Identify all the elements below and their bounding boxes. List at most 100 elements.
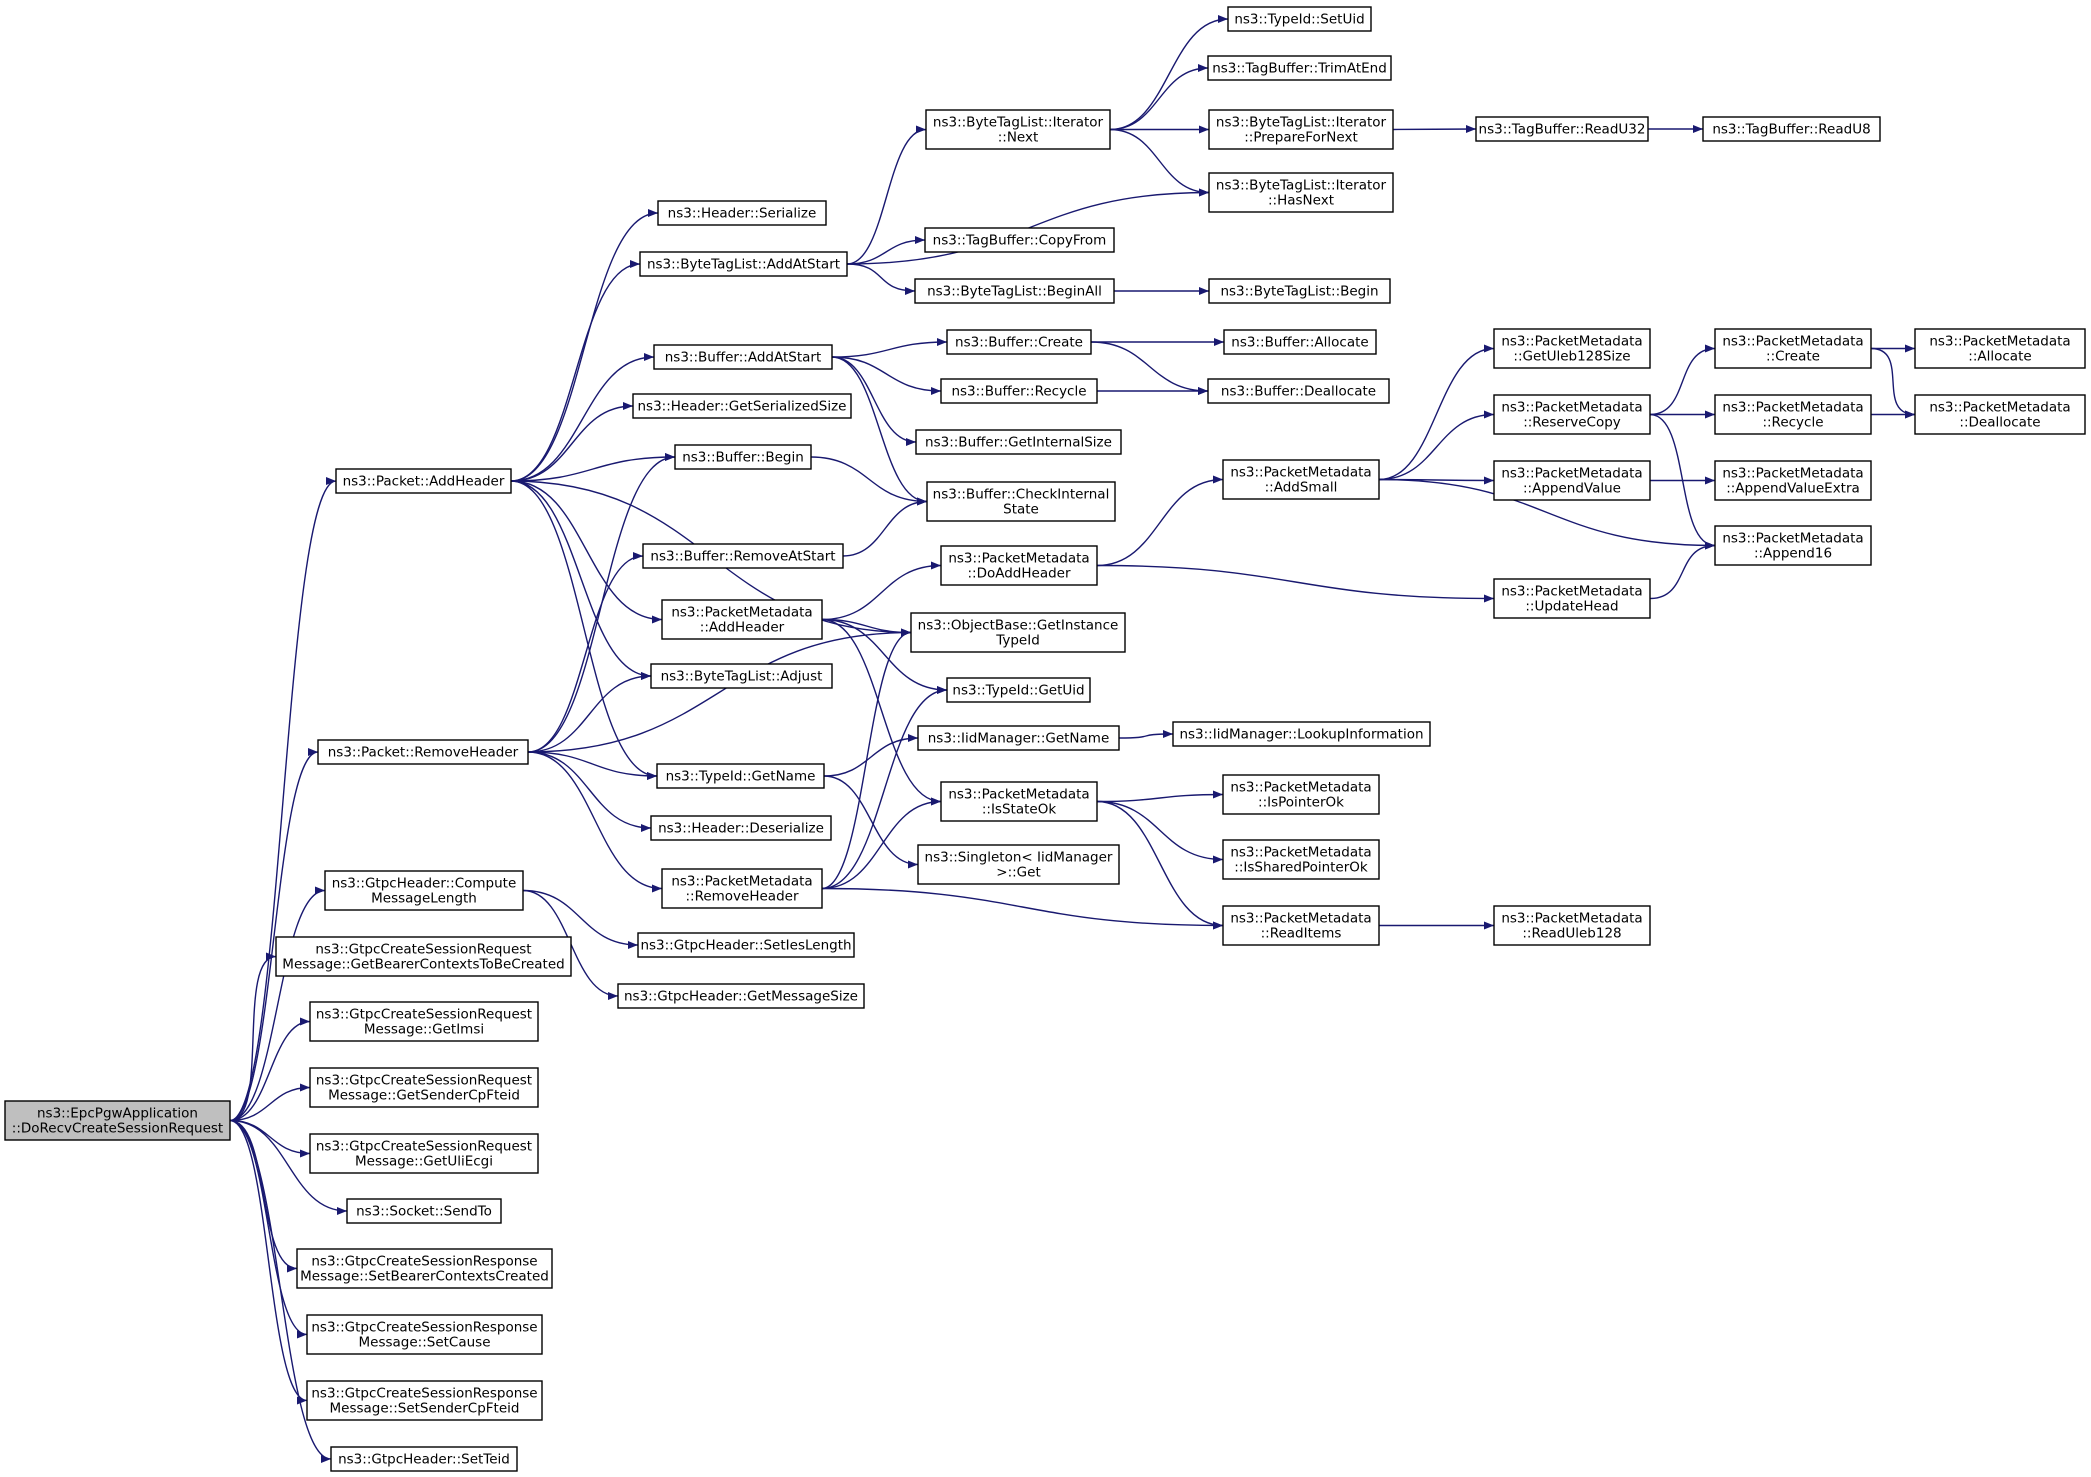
node-buf-addatstart[interactable]: ns3::Buffer::AddAtStart (653, 344, 833, 370)
edge-root-to-pkt-removeheader (229, 748, 319, 1122)
node-socket-sendto[interactable]: ns3::Socket::SendTo (346, 1198, 502, 1224)
node-buf-allocate[interactable]: ns3::Buffer::Allocate (1223, 329, 1377, 355)
node-buf-recycle[interactable]: ns3::Buffer::Recycle (940, 378, 1098, 404)
node-buf-create[interactable]: ns3::Buffer::Create (946, 329, 1092, 355)
node-singleton-get[interactable]: ns3::Singleton< IidManager>::Get (917, 844, 1120, 885)
node-box (346, 1198, 502, 1224)
node-label: ns3::GtpcHeader::SetIesLength (640, 938, 851, 954)
node-pm-readitems[interactable]: ns3::PacketMetadata::ReadItems (1222, 905, 1380, 946)
node-iid-lookupinfo[interactable]: ns3::IidManager::LookupInformation (1172, 721, 1431, 747)
node-pm-deallocate[interactable]: ns3::PacketMetadata::Deallocate (1914, 394, 2086, 435)
node-box (940, 545, 1098, 586)
node-label: ::AppendValueExtra (1726, 481, 1860, 497)
node-setsendercpfteid[interactable]: ns3::GtpcCreateSessionResponseMessage::S… (306, 1380, 543, 1421)
node-label: Message::GetUliEcgi (355, 1154, 493, 1170)
node-pm-ispointerok[interactable]: ns3::PacketMetadata::IsPointerOk (1222, 774, 1380, 815)
node-label: MessageLength (371, 891, 477, 907)
node-buf-getinternalsize[interactable]: ns3::Buffer::GetInternalSize (915, 429, 1122, 455)
node-iid-getname[interactable]: ns3::IidManager::GetName (917, 725, 1120, 751)
node-pm-recycle[interactable]: ns3::PacketMetadata::Recycle (1714, 394, 1872, 435)
node-pm-create[interactable]: ns3::PacketMetadata::Create (1714, 328, 1872, 369)
node-label: ns3::Buffer::GetInternalSize (925, 435, 1112, 451)
node-pm-getuleb128size[interactable]: ns3::PacketMetadata::GetUleb128Size (1493, 328, 1651, 369)
node-pm-addsmall[interactable]: ns3::PacketMetadata::AddSmall (1222, 459, 1380, 500)
node-typeid-getuid[interactable]: ns3::TypeId::GetUid (946, 677, 1091, 703)
node-label: ns3::Socket::SendTo (356, 1204, 492, 1220)
node-btl-addatstart[interactable]: ns3::ByteTagList::AddAtStart (639, 251, 848, 277)
node-pkt-addheader[interactable]: ns3::Packet::AddHeader (335, 468, 512, 494)
node-box (1914, 328, 2086, 369)
node-setteid[interactable]: ns3::GtpcHeader::SetTeid (330, 1446, 518, 1472)
edge-btl-it-prepare-to-tagbuf-readu32 (1392, 125, 1477, 134)
edge-pm-isstateok-to-pm-ispointerok (1096, 790, 1224, 803)
node-pm-readuleb128[interactable]: ns3::PacketMetadata::ReadUleb128 (1493, 905, 1651, 946)
node-typeid-getname[interactable]: ns3::TypeId::GetName (656, 763, 825, 789)
edges-layer (229, 15, 1916, 1463)
node-label: ns3::GtpcCreateSessionRequest (316, 1073, 532, 1089)
node-header-deserialize[interactable]: ns3::Header::Deserialize (650, 815, 832, 841)
node-box (940, 781, 1098, 822)
node-getuliecgi[interactable]: ns3::GtpcCreateSessionRequestMessage::Ge… (309, 1133, 539, 1174)
node-pm-doaddheader[interactable]: ns3::PacketMetadata::DoAddHeader (940, 545, 1098, 586)
node-root[interactable]: ns3::EpcPgwApplication::DoRecvCreateSess… (4, 1100, 231, 1141)
node-label: >::Get (996, 865, 1040, 881)
node-header-getsersize[interactable]: ns3::Header::GetSerializedSize (632, 393, 852, 419)
node-pm-appendvalue[interactable]: ns3::PacketMetadata::AppendValue (1493, 460, 1651, 501)
node-box (661, 599, 823, 640)
node-btl-begin[interactable]: ns3::ByteTagList::Begin (1208, 278, 1391, 304)
node-buf-removeatstart[interactable]: ns3::Buffer::RemoveAtStart (642, 543, 844, 569)
node-pm-issharedpointerok[interactable]: ns3::PacketMetadata::IsSharedPointerOk (1222, 839, 1380, 880)
node-box (296, 1248, 553, 1289)
node-label: ns3::ByteTagList::Begin (1220, 284, 1378, 300)
node-buf-deallocate[interactable]: ns3::Buffer::Deallocate (1207, 378, 1390, 404)
node-pm-reservecopy[interactable]: ns3::PacketMetadata::ReserveCopy (1493, 394, 1651, 435)
node-getbearerctx[interactable]: ns3::GtpcCreateSessionRequestMessage::Ge… (275, 936, 572, 977)
node-label: ns3::ByteTagList::Iterator (1216, 115, 1387, 131)
node-typeid-setuid[interactable]: ns3::TypeId::SetUid (1227, 6, 1372, 32)
node-box (642, 543, 844, 569)
node-tagbuf-copyfrom[interactable]: ns3::TagBuffer::CopyFrom (924, 227, 1115, 253)
node-box (1223, 329, 1377, 355)
node-pm-allocate[interactable]: ns3::PacketMetadata::Allocate (1914, 328, 2086, 369)
node-setbearerctx[interactable]: ns3::GtpcCreateSessionResponseMessage::S… (296, 1248, 553, 1289)
edge-btl-it-next-to-tagbuf-trimatend (1109, 64, 1209, 131)
node-label: ns3::ByteTagList::AddAtStart (647, 257, 840, 273)
node-btl-adjust[interactable]: ns3::ByteTagList::Adjust (650, 663, 833, 689)
node-btl-it-prepare[interactable]: ns3::ByteTagList::Iterator::PrepareForNe… (1208, 109, 1394, 150)
edge-pm-removeheader-to-objbase-getinstance (821, 628, 912, 890)
node-label: ns3::GtpcCreateSessionRequest (316, 1139, 532, 1155)
node-pm-isstateok[interactable]: ns3::PacketMetadata::IsStateOk (940, 781, 1098, 822)
node-pm-appendvalueextra[interactable]: ns3::PacketMetadata::AppendValueExtra (1714, 460, 1872, 501)
edge-buf-create-to-buf-deallocate (1090, 341, 1209, 395)
node-tagbuf-readu32[interactable]: ns3::TagBuffer::ReadU32 (1475, 116, 1649, 142)
node-btl-it-next[interactable]: ns3::ByteTagList::Iterator::Next (925, 109, 1111, 150)
node-pm-updatehead[interactable]: ns3::PacketMetadata::UpdateHead (1493, 578, 1651, 619)
node-getimsi[interactable]: ns3::GtpcCreateSessionRequestMessage::Ge… (309, 1001, 539, 1042)
node-header-serialize[interactable]: ns3::Header::Serialize (657, 200, 827, 226)
node-label: ns3::PacketMetadata (1230, 845, 1371, 861)
node-btl-beginall[interactable]: ns3::ByteTagList::BeginAll (914, 278, 1115, 304)
node-tagbuf-trimatend[interactable]: ns3::TagBuffer::TrimAtEnd (1207, 55, 1392, 81)
node-tagbuf-readu8[interactable]: ns3::TagBuffer::ReadU8 (1702, 116, 1881, 142)
node-pm-append16[interactable]: ns3::PacketMetadata::Append16 (1714, 525, 1872, 566)
node-label: ns3::ByteTagList::Iterator (1216, 178, 1387, 194)
node-getsendercpfteid[interactable]: ns3::GtpcCreateSessionRequestMessage::Ge… (309, 1067, 539, 1108)
node-buf-begin[interactable]: ns3::Buffer::Begin (674, 444, 812, 470)
node-label: ns3::GtpcCreateSessionResponse (311, 1386, 537, 1402)
node-box (309, 1067, 539, 1108)
node-label: Message::GetSenderCpFteid (328, 1088, 520, 1104)
node-setcause[interactable]: ns3::GtpcCreateSessionResponseMessage::S… (306, 1314, 543, 1355)
node-box (914, 278, 1115, 304)
node-box (335, 468, 512, 494)
node-pkt-removeheader[interactable]: ns3::Packet::RemoveHeader (317, 739, 529, 765)
node-label: ::ReadUleb128 (1522, 926, 1621, 942)
node-gtpc-setieslength[interactable]: ns3::GtpcHeader::SetIesLength (637, 932, 855, 958)
edge-btl-it-next-to-btl-it-hasnext (1109, 128, 1210, 197)
node-gtpc-getmsgsize[interactable]: ns3::GtpcHeader::GetMessageSize (617, 983, 865, 1009)
node-btl-it-hasnext[interactable]: ns3::ByteTagList::Iterator::HasNext (1208, 172, 1394, 213)
node-pm-addheader[interactable]: ns3::PacketMetadata::AddHeader (661, 599, 823, 640)
node-pm-removeheader[interactable]: ns3::PacketMetadata::RemoveHeader (661, 868, 823, 909)
